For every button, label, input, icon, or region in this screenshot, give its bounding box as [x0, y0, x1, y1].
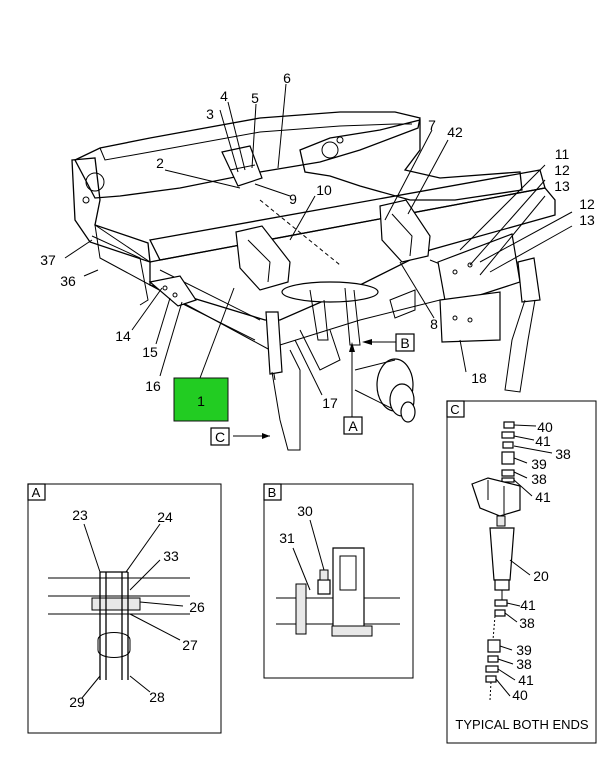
- callout-39-a[interactable]: 39: [531, 456, 547, 472]
- leaf-spring: [281, 281, 379, 303]
- svg-text:B: B: [400, 335, 409, 351]
- callout-20[interactable]: 20: [533, 568, 549, 584]
- view-ref-a[interactable]: A: [343, 416, 363, 435]
- main-assembly: [71, 111, 556, 451]
- right-frame-rail: [299, 119, 523, 201]
- callout-36[interactable]: 36: [60, 273, 76, 289]
- callout-41-a[interactable]: 41: [535, 433, 551, 449]
- callout-40-b[interactable]: 40: [512, 687, 528, 703]
- detail-a-panel: A 23 24 33 26 27 28 29: [27, 483, 222, 734]
- callout-27[interactable]: 27: [182, 637, 198, 653]
- left-shock-absorber: [265, 311, 283, 375]
- callout-3[interactable]: 3: [206, 106, 214, 122]
- callout-39-b[interactable]: 39: [516, 642, 532, 658]
- callout-38-b[interactable]: 38: [531, 471, 547, 487]
- svg-text:A: A: [348, 418, 358, 434]
- callout-9[interactable]: 9: [289, 191, 297, 207]
- callout-42[interactable]: 42: [447, 124, 463, 140]
- center-hanger: [221, 145, 263, 187]
- right-spring-hanger: [379, 199, 431, 263]
- left-frame-rail: [71, 157, 151, 263]
- callout-18[interactable]: 18: [471, 370, 487, 386]
- detail-c-tag: C: [450, 402, 459, 417]
- callout-12-b[interactable]: 12: [579, 196, 595, 212]
- right-hanger-plate: [439, 291, 501, 343]
- callout-7[interactable]: 7: [428, 117, 436, 133]
- callout-8[interactable]: 8: [430, 316, 438, 332]
- view-ref-c[interactable]: C: [210, 427, 230, 446]
- callout-30[interactable]: 30: [297, 503, 313, 519]
- callout-26[interactable]: 26: [189, 599, 205, 615]
- callout-41-c[interactable]: 41: [520, 597, 536, 613]
- callout-14[interactable]: 14: [115, 328, 131, 344]
- detail-a-tag: A: [32, 485, 41, 500]
- callout-2[interactable]: 2: [156, 155, 164, 171]
- callout-17[interactable]: 17: [322, 395, 338, 411]
- callout-38-c[interactable]: 38: [519, 615, 535, 631]
- callout-23[interactable]: 23: [72, 507, 88, 523]
- callout-41-d[interactable]: 41: [518, 672, 534, 688]
- callout-37[interactable]: 37: [40, 252, 56, 268]
- rear-crossmember: [74, 111, 421, 199]
- callout-24[interactable]: 24: [157, 509, 173, 525]
- callout-6[interactable]: 6: [283, 70, 291, 86]
- callout-29[interactable]: 29: [69, 694, 85, 710]
- view-ref-b[interactable]: B: [395, 333, 415, 352]
- callout-4[interactable]: 4: [220, 88, 228, 104]
- callout-31[interactable]: 31: [279, 530, 295, 546]
- callout-1[interactable]: 1: [197, 393, 205, 409]
- callout-12-a[interactable]: 12: [554, 162, 570, 178]
- callout-33[interactable]: 33: [163, 548, 179, 564]
- callout-13-a[interactable]: 13: [554, 178, 570, 194]
- callout-15[interactable]: 15: [142, 344, 158, 360]
- leader-lines: [64, 83, 573, 437]
- item-1-highlight[interactable]: [173, 377, 229, 422]
- callout-16[interactable]: 16: [145, 378, 161, 394]
- leader-arrows: [262, 339, 372, 439]
- callout-38-d[interactable]: 38: [516, 656, 532, 672]
- main-callouts: 2 3 4 5 6 7 42 9 10 11 12 13 12 13 37 36…: [40, 70, 595, 411]
- right-shock-absorber: [517, 257, 541, 303]
- callout-5[interactable]: 5: [251, 90, 259, 106]
- detail-c-panel: C 40: [446, 400, 597, 744]
- callout-28[interactable]: 28: [149, 689, 165, 705]
- detail-b-panel: B 30 31: [263, 483, 414, 679]
- centerline: [259, 199, 341, 266]
- left-bracket: [148, 275, 197, 307]
- svg-text:C: C: [215, 429, 225, 445]
- detail-c-caption: TYPICAL BOTH ENDS: [455, 717, 588, 732]
- callout-38-a[interactable]: 38: [555, 446, 571, 462]
- callout-11[interactable]: 11: [555, 146, 570, 162]
- callout-13-b[interactable]: 13: [579, 212, 595, 228]
- callout-41-b[interactable]: 41: [535, 489, 551, 505]
- left-spring-hanger: [235, 225, 291, 291]
- callout-10[interactable]: 10: [316, 182, 332, 198]
- detail-b-tag: B: [268, 485, 277, 500]
- callout-40-a[interactable]: 40: [537, 419, 553, 435]
